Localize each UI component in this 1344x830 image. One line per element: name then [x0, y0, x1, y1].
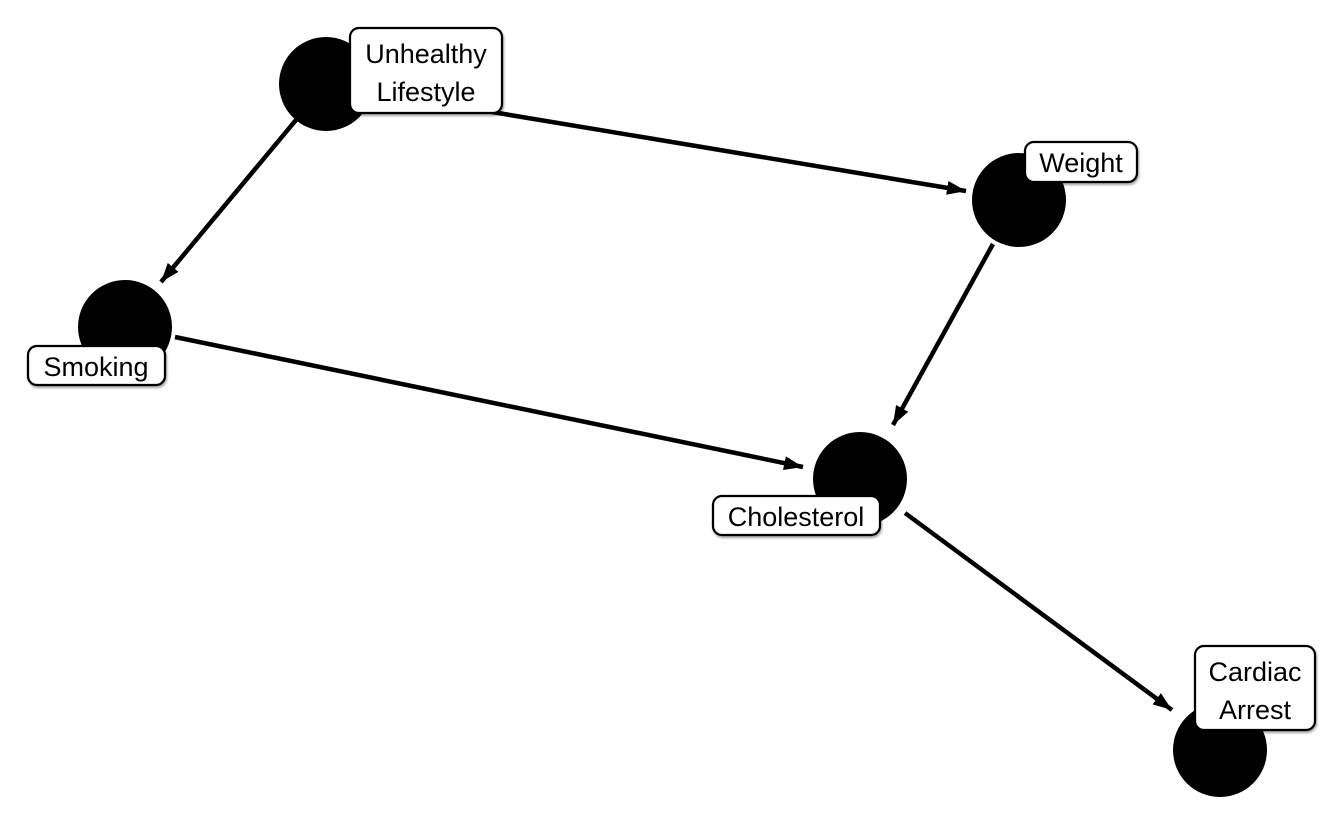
- label-text-cholesterol: Cholesterol: [728, 502, 865, 532]
- edge-weight-to-cholesterol: [891, 242, 995, 427]
- label-box-unhealthy-lifestyle: [348, 26, 504, 115]
- node-labels: Unhealthy Lifestyle Weight Smoking Chole…: [26, 26, 1317, 732]
- label-text-smoking: Smoking: [43, 352, 148, 382]
- label-text-unhealthy: Unhealthy: [365, 39, 487, 69]
- label-box-cardiac-arrest: [1193, 644, 1317, 732]
- edge-unhealthy-lifestyle-to-smoking: [159, 118, 298, 284]
- label-cholesterol: Cholesterol: [711, 494, 882, 537]
- label-box-cholesterol: [711, 494, 882, 537]
- label-cardiac-arrest: Cardiac Arrest: [1193, 644, 1317, 732]
- label-box-smoking: [26, 344, 167, 387]
- label-box-weight: [1023, 140, 1139, 184]
- label-weight: Weight: [1023, 140, 1139, 184]
- label-text-lifestyle: Lifestyle: [376, 77, 475, 107]
- label-text-cardiac: Cardiac: [1208, 657, 1301, 687]
- label-smoking: Smoking: [26, 344, 167, 387]
- edge-smoking-to-cholesterol: [174, 334, 804, 471]
- label-text-arrest: Arrest: [1219, 695, 1292, 725]
- edge-cholesterol-to-cardiac-arrest: [903, 511, 1174, 712]
- label-text-weight: Weight: [1039, 148, 1123, 178]
- label-unhealthy-lifestyle: Unhealthy Lifestyle: [348, 26, 504, 115]
